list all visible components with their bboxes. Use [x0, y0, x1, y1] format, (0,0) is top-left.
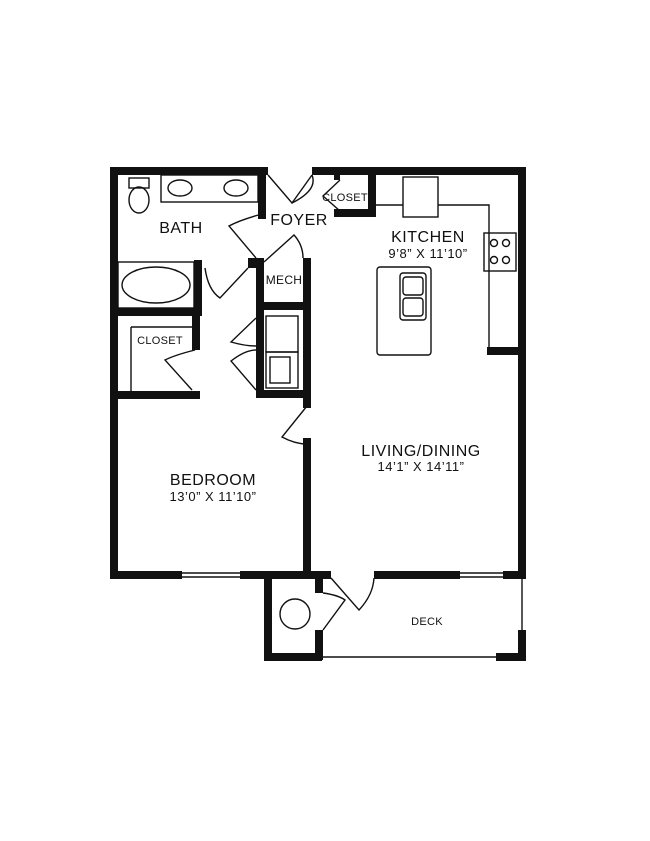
burner-icon — [501, 255, 511, 265]
bath-label: BATH — [159, 220, 202, 237]
kitchen-label: KITCHEN — [391, 229, 465, 246]
wall — [110, 571, 182, 579]
bath-door — [227, 213, 263, 259]
sink-icon — [399, 272, 427, 321]
wall — [487, 347, 521, 355]
water-heater-icon — [279, 598, 311, 630]
wall — [518, 630, 526, 661]
wall — [258, 167, 266, 219]
bathtub-icon — [121, 266, 191, 304]
fixtures — [117, 174, 523, 658]
foyer-label: FOYER — [270, 212, 328, 229]
wall — [315, 575, 323, 593]
bedroom-dimensions: 13’0” X 11’10” — [170, 489, 257, 504]
sink-icon — [223, 179, 249, 197]
closet-door — [321, 179, 341, 212]
wall — [312, 167, 526, 175]
foyer-closet-label: CLOSET — [322, 192, 368, 204]
bedroom-bath-door — [204, 267, 249, 299]
wall — [496, 653, 526, 661]
wall — [110, 167, 118, 579]
wall — [118, 308, 198, 316]
wall — [374, 571, 460, 579]
wall — [303, 258, 311, 408]
wall — [303, 438, 311, 578]
vanity — [160, 174, 259, 203]
wall — [334, 209, 376, 217]
deck-door — [330, 577, 375, 612]
deck-label: DECK — [411, 616, 443, 628]
toilet-icon — [128, 186, 150, 214]
dryer-icon — [265, 351, 299, 389]
wall — [264, 653, 322, 661]
bedroom-closet-label: CLOSET — [137, 335, 183, 347]
sink-basin — [402, 297, 424, 317]
storage-door — [322, 592, 346, 631]
toilet-icon — [128, 177, 150, 189]
wall — [368, 167, 376, 217]
kitchen-island — [376, 266, 432, 356]
closet-door — [163, 349, 196, 391]
counter — [438, 204, 490, 348]
kitchen-dimensions: 9’8” X 11’10” — [388, 246, 467, 261]
wall — [334, 174, 340, 180]
living-dining-label: LIVING/DINING — [361, 443, 480, 460]
door-swing — [291, 174, 314, 204]
bathtub — [117, 261, 195, 309]
wall — [192, 308, 200, 350]
washer-icon — [265, 315, 299, 353]
bedroom-door — [280, 405, 308, 445]
wall — [315, 630, 323, 660]
living-dining-dimensions: 14’1” X 14’11” — [378, 459, 465, 474]
wall — [256, 302, 311, 310]
wall — [256, 258, 264, 398]
refrigerator-icon — [402, 176, 439, 218]
room-labels: BATH FOYER CLOSET KITCHEN 9’8” X 11’10” … — [137, 192, 480, 628]
sink-basin — [402, 276, 424, 296]
wall — [518, 167, 526, 579]
mech-door — [263, 234, 304, 263]
wall — [264, 575, 272, 661]
wall — [256, 390, 311, 398]
wall — [110, 167, 268, 175]
walls — [110, 167, 526, 661]
dryer-door — [269, 356, 291, 384]
laundry-door — [229, 349, 257, 391]
burner-icon — [489, 238, 499, 248]
wall — [194, 260, 202, 316]
wall — [248, 258, 264, 268]
sink-icon — [167, 179, 193, 197]
wall — [503, 571, 526, 579]
burner-icon — [489, 255, 499, 265]
burner-icon — [501, 238, 511, 248]
wall — [240, 571, 331, 579]
wall — [118, 391, 200, 399]
bedroom-label: BEDROOM — [170, 472, 256, 489]
range-icon — [483, 232, 517, 272]
mech-label: MECH — [266, 273, 303, 287]
laundry-door — [229, 317, 257, 347]
entry-door — [267, 174, 313, 205]
